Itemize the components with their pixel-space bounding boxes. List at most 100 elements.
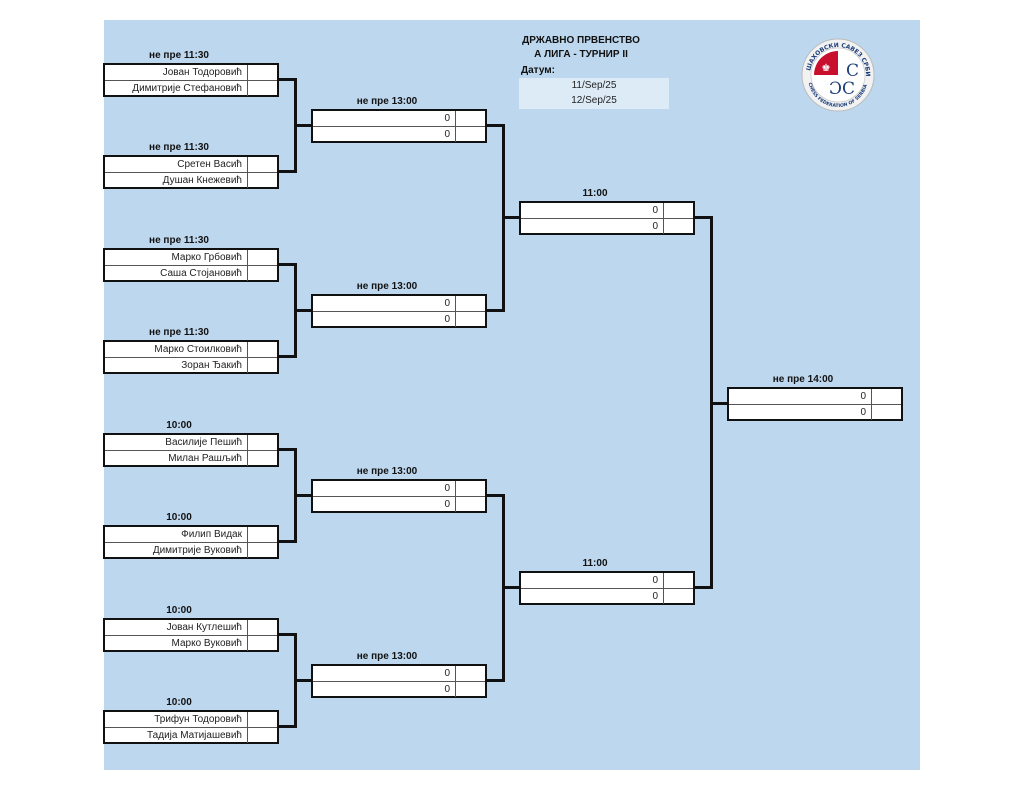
player-name[interactable]: Марко Вуковић — [171, 638, 242, 649]
bracket-connector — [487, 679, 503, 682]
match-time-label: не пре 11:30 — [149, 50, 209, 61]
player-name[interactable]: Душан Кнежевић — [162, 175, 242, 186]
score-cell[interactable] — [455, 682, 485, 697]
player-name[interactable]: 0 — [860, 407, 866, 418]
player-name[interactable]: 0 — [652, 591, 658, 602]
bracket-connector — [503, 586, 519, 589]
score-cell[interactable] — [455, 296, 485, 311]
bracket-connector — [487, 494, 503, 497]
bracket-connector — [295, 679, 311, 682]
bracket-connector — [487, 309, 503, 312]
player-row: Марко Стоилковић — [105, 342, 277, 358]
player-name[interactable]: Марко Грбовић — [171, 252, 242, 263]
score-cell[interactable] — [663, 589, 693, 604]
bracket-connector — [295, 494, 311, 497]
player-row: Зоран Ђакић — [105, 358, 277, 373]
player-row: Саша Стојановић — [105, 266, 277, 281]
player-name[interactable]: Василије Пешић — [165, 437, 242, 448]
player-name[interactable]: Јован Тодоровић — [162, 67, 242, 78]
bracket-connector — [279, 263, 295, 266]
player-name[interactable]: Милан Рашљић — [168, 453, 242, 464]
player-row: 0 — [729, 405, 901, 420]
bracket-connector — [279, 448, 295, 451]
score-cell[interactable] — [247, 157, 277, 172]
player-name[interactable]: 0 — [444, 314, 450, 325]
player-name[interactable]: 0 — [444, 668, 450, 679]
player-row: Димитрије Стефановић — [105, 81, 277, 96]
match-time-label: не пре 13:00 — [356, 96, 418, 107]
svg-text:ƆC: ƆC — [829, 79, 855, 99]
player-row: 0 — [313, 682, 485, 697]
bracket-connector — [695, 216, 711, 219]
player-name[interactable]: 0 — [860, 391, 866, 402]
player-name[interactable]: Димитрије Вуковић — [152, 545, 242, 556]
score-cell[interactable] — [663, 573, 693, 588]
player-row: Трифун Тодоровић — [105, 712, 277, 728]
score-cell[interactable] — [455, 481, 485, 496]
player-name[interactable]: Трифун Тодоровић — [154, 714, 242, 725]
player-name[interactable]: 0 — [652, 221, 658, 232]
score-cell[interactable] — [455, 666, 485, 681]
match-time-label: не пре 13:00 — [356, 651, 418, 662]
player-name[interactable]: Марко Стоилковић — [154, 344, 242, 355]
score-cell[interactable] — [247, 65, 277, 80]
score-cell[interactable] — [247, 636, 277, 651]
score-cell[interactable] — [247, 342, 277, 357]
player-name[interactable]: Јован Кутлешић — [166, 622, 242, 633]
player-name[interactable]: 0 — [444, 684, 450, 695]
bracket-connector — [279, 170, 295, 173]
score-cell[interactable] — [663, 203, 693, 218]
score-cell[interactable] — [455, 127, 485, 142]
player-row: 0 — [313, 666, 485, 682]
player-name[interactable]: Сретен Васић — [177, 159, 242, 170]
date-label: Датум: — [521, 65, 555, 76]
date-2: 12/Sep/25 — [571, 95, 617, 106]
score-cell[interactable] — [247, 81, 277, 96]
player-name[interactable]: 0 — [652, 205, 658, 216]
bracket-connector — [295, 309, 311, 312]
score-cell[interactable] — [247, 250, 277, 265]
player-name[interactable]: 0 — [444, 129, 450, 140]
bracket-connector — [279, 540, 295, 543]
player-row: Јован Кутлешић — [105, 620, 277, 636]
score-cell[interactable] — [247, 543, 277, 558]
score-cell[interactable] — [247, 451, 277, 466]
score-cell[interactable] — [663, 219, 693, 234]
bracket-connector — [279, 725, 295, 728]
score-cell[interactable] — [871, 405, 901, 420]
score-cell[interactable] — [247, 266, 277, 281]
score-cell[interactable] — [247, 712, 277, 727]
score-cell[interactable] — [247, 435, 277, 450]
bracket-connector — [279, 355, 295, 358]
score-cell[interactable] — [871, 389, 901, 404]
player-name[interactable]: 0 — [444, 499, 450, 510]
score-cell[interactable] — [455, 497, 485, 512]
bracket-connector — [279, 633, 295, 636]
score-cell[interactable] — [455, 111, 485, 126]
score-cell[interactable] — [247, 620, 277, 635]
player-name[interactable]: 0 — [652, 575, 658, 586]
score-cell[interactable] — [247, 358, 277, 373]
player-name[interactable]: Саша Стојановић — [160, 268, 242, 279]
player-name[interactable]: Филип Видак — [181, 529, 242, 540]
player-name[interactable]: Зоран Ђакић — [181, 360, 242, 371]
score-cell[interactable] — [247, 728, 277, 743]
player-name[interactable]: 0 — [444, 298, 450, 309]
score-cell[interactable] — [455, 312, 485, 327]
player-name[interactable]: Димитрије Стефановић — [132, 83, 242, 94]
player-name[interactable]: Тадија Матијашевић — [147, 730, 242, 741]
player-name[interactable]: 0 — [444, 113, 450, 124]
score-cell[interactable] — [247, 173, 277, 188]
score-cell[interactable] — [247, 527, 277, 542]
player-name[interactable]: 0 — [444, 483, 450, 494]
player-row: Филип Видак — [105, 527, 277, 543]
match-time-label: 10:00 — [166, 697, 192, 708]
